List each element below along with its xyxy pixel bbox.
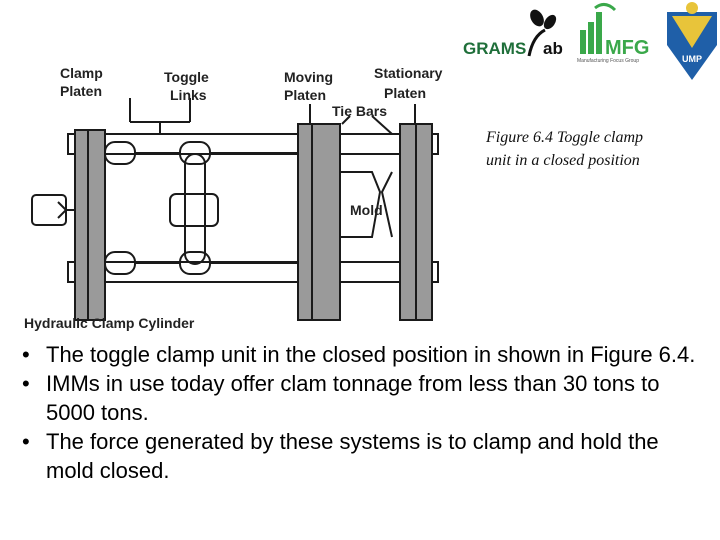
mfg-logo: MFG Manufacturing Focus Group [577,3,649,64]
grams-logo-text: GRAMS [463,39,526,58]
grams-lab-logo: GRAMS ab [463,9,563,58]
clamp-platen-label-line1: Clamp [60,65,103,81]
bullet-list: • The toggle clamp unit in the closed pos… [22,340,712,485]
hydraulic-cylinder [31,194,75,226]
mfg-logo-text: MFG [605,37,649,59]
bullet-text: IMMs in use today offer clam tonnage fro… [46,371,660,425]
hydraulic-cylinder-label: Hydraulic Clamp Cylinder [24,315,195,331]
toggle-links-label-line1: Toggle [164,69,209,85]
bullet-dot: • [22,342,30,367]
moving-platen-label-line1: Moving [284,69,333,85]
toggle-clamp-diagram: Clamp Platen Toggle Links Moving Platen … [24,65,443,331]
bullet-text: The toggle clamp unit in the closed posi… [46,342,696,367]
bullet-item: • The force generated by these systems is… [22,427,712,485]
toggle-links [104,141,298,275]
clamp-platen-label-line2: Platen [60,83,102,99]
bullet-dot: • [22,371,30,396]
grams-logo-suffix: ab [543,39,563,58]
moving-platen [297,123,341,321]
ump-logo: UMP [667,2,717,80]
clamp-platen [74,129,106,321]
bottom-tie-bar [67,261,439,283]
toggle-links-label-line2: Links [170,87,207,103]
stationary-platen-label-line2: Platen [384,85,426,101]
bullet-text: The force generated by these systems is … [46,429,659,483]
figure-caption: Figure 6.4 Toggle clamp unit in a closed… [486,129,644,169]
mold [340,171,393,238]
mfg-logo-subtext: Manufacturing Focus Group [577,58,639,64]
ump-logo-text: UMP [682,54,702,64]
header-logos: GRAMS ab MFG Manufacturing Focus Group U… [463,2,717,80]
bullet-item: • The toggle clamp unit in the closed pos… [22,340,712,369]
bullet-dot: • [22,429,30,454]
stationary-platen-label-line1: Stationary [374,65,443,81]
top-tie-bar [67,133,439,155]
moving-platen-label-line2: Platen [284,87,326,103]
mold-label: Mold [350,202,383,218]
tie-bars-label: Tie Bars [332,103,387,119]
bullet-item: • IMMs in use today offer clam tonnage fr… [22,369,712,427]
